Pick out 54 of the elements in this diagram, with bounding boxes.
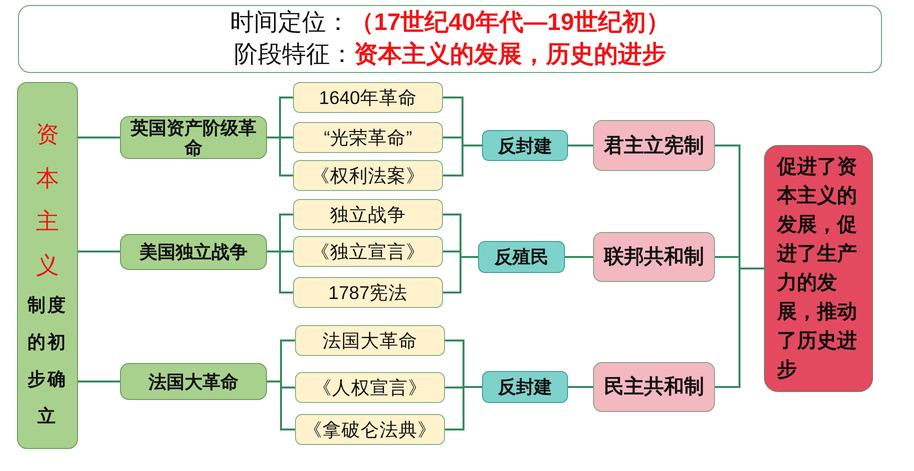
- connector-line: [78, 136, 120, 138]
- connector-line: [443, 144, 482, 176]
- label-text: 反封建: [498, 376, 552, 398]
- feature-box: [478, 241, 565, 273]
- item-box: [293, 236, 443, 267]
- result-box: [764, 145, 873, 392]
- label-text: 联邦共和制: [604, 245, 704, 269]
- feature-box: [482, 130, 568, 161]
- heading-text: 时间定位：（17世纪40年代—19世纪初）: [230, 8, 670, 38]
- summary-text: 促进了资本主义的发展，促进了生产力的发展，推动了历史进步: [777, 154, 858, 382]
- label-text: 《拿破仑法典》: [304, 418, 436, 440]
- label-text: 《权利法案》: [311, 164, 425, 186]
- label-text: 《独立宣言》: [311, 240, 425, 262]
- item-box: [295, 414, 445, 445]
- label-text: “光荣革命”: [324, 126, 412, 148]
- header-box: [18, 5, 882, 73]
- label-text: 《人权宣言》: [313, 376, 427, 398]
- item-box: [293, 277, 443, 308]
- label-text: 反殖民: [494, 246, 548, 268]
- system-box: [593, 120, 715, 171]
- connector-line: [445, 386, 482, 430]
- connector-line: [568, 386, 593, 388]
- connector-line: [715, 268, 764, 388]
- label-text: 美国独立战争: [140, 242, 248, 262]
- item-box: [293, 199, 443, 230]
- item-box: [293, 160, 443, 191]
- label-text: 英国资产阶级革命: [129, 118, 258, 158]
- system-box: [593, 232, 715, 282]
- connector-line: [78, 380, 120, 382]
- system-box: [593, 362, 715, 412]
- label-text: 法国大革命: [148, 372, 238, 392]
- label-text: 民主共和制: [604, 375, 704, 399]
- event-box: [120, 363, 267, 400]
- connector-line: [565, 256, 593, 258]
- topic-text: 制度的初步确立: [26, 294, 68, 428]
- label-text: 法国大革命: [322, 330, 418, 352]
- label-text: 1787宪法: [328, 282, 408, 304]
- connector-line: [568, 144, 593, 146]
- feature-box: [482, 371, 568, 403]
- item-box: [293, 82, 443, 113]
- heading-text: 阶段特征：资本主义的发展，历史的进步: [234, 40, 666, 70]
- label-text: 反封建: [498, 134, 552, 156]
- item-box: [293, 122, 443, 153]
- label-text: 君主立宪制: [604, 134, 704, 158]
- topic-text: 资本主义: [36, 120, 59, 280]
- event-box: [120, 116, 267, 159]
- label-text: 独立战争: [330, 204, 406, 226]
- item-box: [295, 372, 445, 403]
- connector-line: [78, 250, 120, 252]
- connector-line: [443, 256, 478, 294]
- topic-box: [17, 82, 78, 449]
- label-text: 1640年革命: [318, 86, 418, 108]
- event-box: [120, 234, 267, 270]
- item-box: [295, 325, 445, 356]
